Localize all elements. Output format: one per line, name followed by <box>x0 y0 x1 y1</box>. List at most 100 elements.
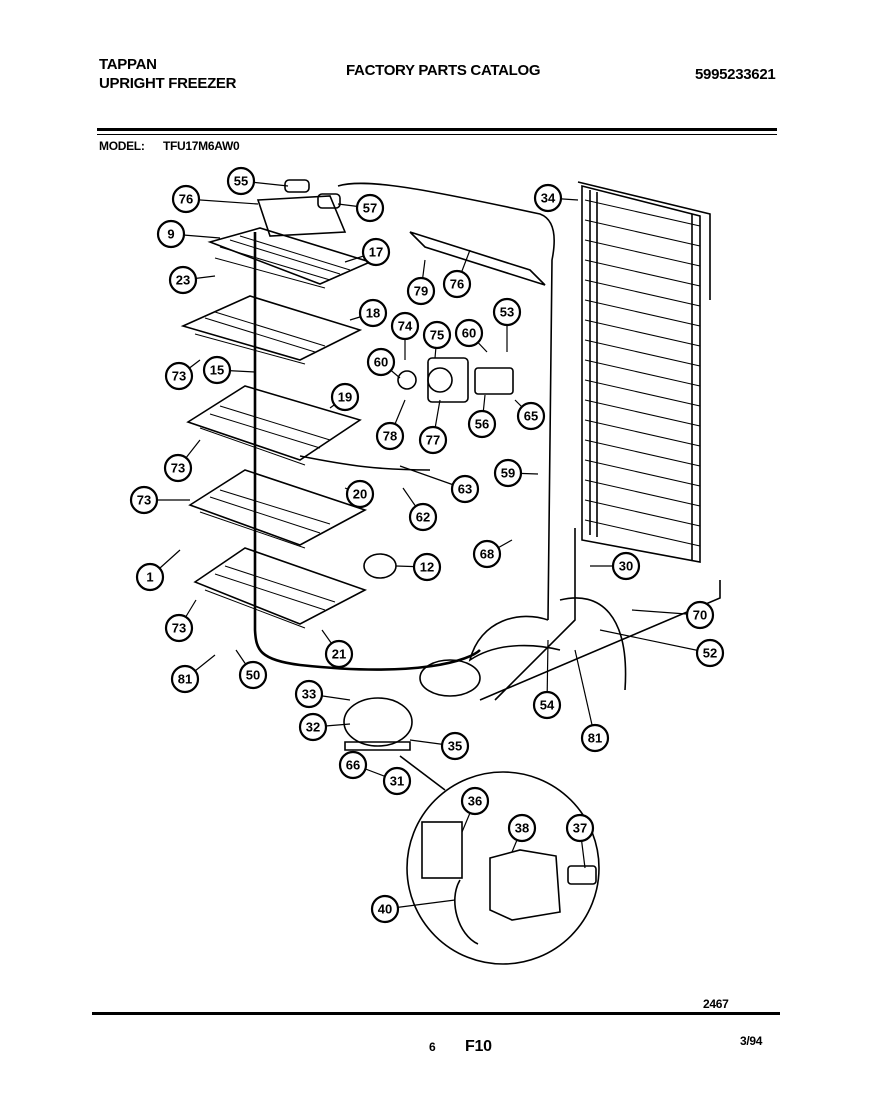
callout-59: 59 <box>493 458 539 488</box>
callout-number: 59 <box>501 466 515 481</box>
callout-37: 37 <box>565 813 595 869</box>
callout-number: 56 <box>475 417 489 432</box>
callout-circle <box>324 639 354 669</box>
catalog-title: FACTORY PARTS CATALOG <box>346 62 541 79</box>
callout-number: 18 <box>366 306 380 321</box>
callout-66: 66 <box>338 750 368 780</box>
callout-35: 35 <box>409 731 470 761</box>
leader-line <box>574 649 596 739</box>
callout-38: 38 <box>507 813 537 853</box>
callout-12: 12 <box>395 552 442 582</box>
callout-73: 73 <box>163 439 201 483</box>
callout-57: 57 <box>337 193 385 223</box>
callout-number: 9 <box>167 227 174 242</box>
callout-circle <box>330 382 360 412</box>
callout-33: 33 <box>294 679 351 709</box>
callout-number: 76 <box>450 277 464 292</box>
callout-circle <box>565 813 595 843</box>
callout-15: 15 <box>202 355 256 385</box>
callout-20: 20 <box>344 479 375 509</box>
callout-52: 52 <box>599 629 725 668</box>
callout-circle <box>442 269 472 299</box>
callout-circle <box>493 458 523 488</box>
callout-circle <box>129 485 159 515</box>
callout-circle <box>298 712 328 742</box>
callout-53: 53 <box>492 297 522 352</box>
callout-number: 55 <box>234 174 248 189</box>
header-rule-thick <box>97 128 777 131</box>
callout-number: 81 <box>178 672 192 687</box>
callout-circle <box>580 723 610 753</box>
callout-75: 75 <box>422 320 452 359</box>
callout-number: 57 <box>363 201 377 216</box>
callout-number: 31 <box>390 774 404 789</box>
callout-circle <box>406 276 436 306</box>
callout-number: 15 <box>210 363 224 378</box>
callout-number: 30 <box>619 559 633 574</box>
callout-number: 68 <box>480 547 494 562</box>
callout-number: 38 <box>515 821 529 836</box>
callout-circle <box>366 347 396 377</box>
drawing-number: 2467 <box>703 997 729 1011</box>
callout-number: 40 <box>378 902 392 917</box>
callout-number: 70 <box>693 608 707 623</box>
callout-number: 62 <box>416 510 430 525</box>
callout-number: 74 <box>398 319 413 334</box>
callout-circle <box>382 766 412 796</box>
callout-30: 30 <box>590 551 641 581</box>
callout-50: 50 <box>235 649 268 690</box>
brand-name: TAPPAN <box>99 56 157 73</box>
callout-circle <box>135 562 165 592</box>
callout-number: 81 <box>588 731 602 746</box>
callout-circle <box>412 552 442 582</box>
callout-circle <box>422 320 452 350</box>
callout-circle <box>440 731 470 761</box>
callout-circle <box>685 600 715 630</box>
callout-circle <box>492 297 522 327</box>
callout-circle <box>345 479 375 509</box>
callout-number: 78 <box>383 429 397 444</box>
callout-circle <box>358 298 388 328</box>
callout-number: 12 <box>420 560 434 575</box>
header-rule-thin <box>97 134 777 135</box>
callout-73: 73 <box>164 599 197 643</box>
callout-number: 73 <box>172 369 186 384</box>
callout-81: 81 <box>574 649 610 753</box>
callout-circle <box>467 409 497 439</box>
callout-number: 77 <box>426 433 440 448</box>
callout-number: 1 <box>146 570 153 585</box>
callout-9: 9 <box>156 219 221 249</box>
callout-circle <box>170 664 200 694</box>
callout-number: 33 <box>302 687 316 702</box>
parts-drawing <box>180 179 721 965</box>
callout-54: 54 <box>532 639 562 720</box>
callout-number: 60 <box>374 355 388 370</box>
callout-number: 36 <box>468 794 482 809</box>
callout-60: 60 <box>366 347 401 379</box>
callout-circle <box>164 361 194 391</box>
callout-number: 50 <box>246 668 260 683</box>
callout-1: 1 <box>135 549 181 592</box>
callout-65: 65 <box>514 399 546 431</box>
callout-40: 40 <box>370 894 456 924</box>
footer-rule <box>92 1012 780 1015</box>
date-code: 3/94 <box>740 1034 763 1048</box>
page-number: 6 <box>429 1040 436 1054</box>
callout-23: 23 <box>168 265 216 295</box>
callout-circle <box>294 679 324 709</box>
callout-circle <box>361 237 391 267</box>
callout-number: 35 <box>448 739 462 754</box>
callout-73: 73 <box>129 485 190 515</box>
callout-circle <box>164 613 194 643</box>
callout-60: 60 <box>454 318 488 353</box>
callout-74: 74 <box>390 311 420 360</box>
callout-77: 77 <box>418 399 448 455</box>
callout-55: 55 <box>226 166 289 196</box>
callout-number: 17 <box>369 245 383 260</box>
callout-18: 18 <box>349 298 388 328</box>
callout-number: 19 <box>338 390 352 405</box>
callout-circle <box>355 193 385 223</box>
callout-circle <box>472 539 502 569</box>
